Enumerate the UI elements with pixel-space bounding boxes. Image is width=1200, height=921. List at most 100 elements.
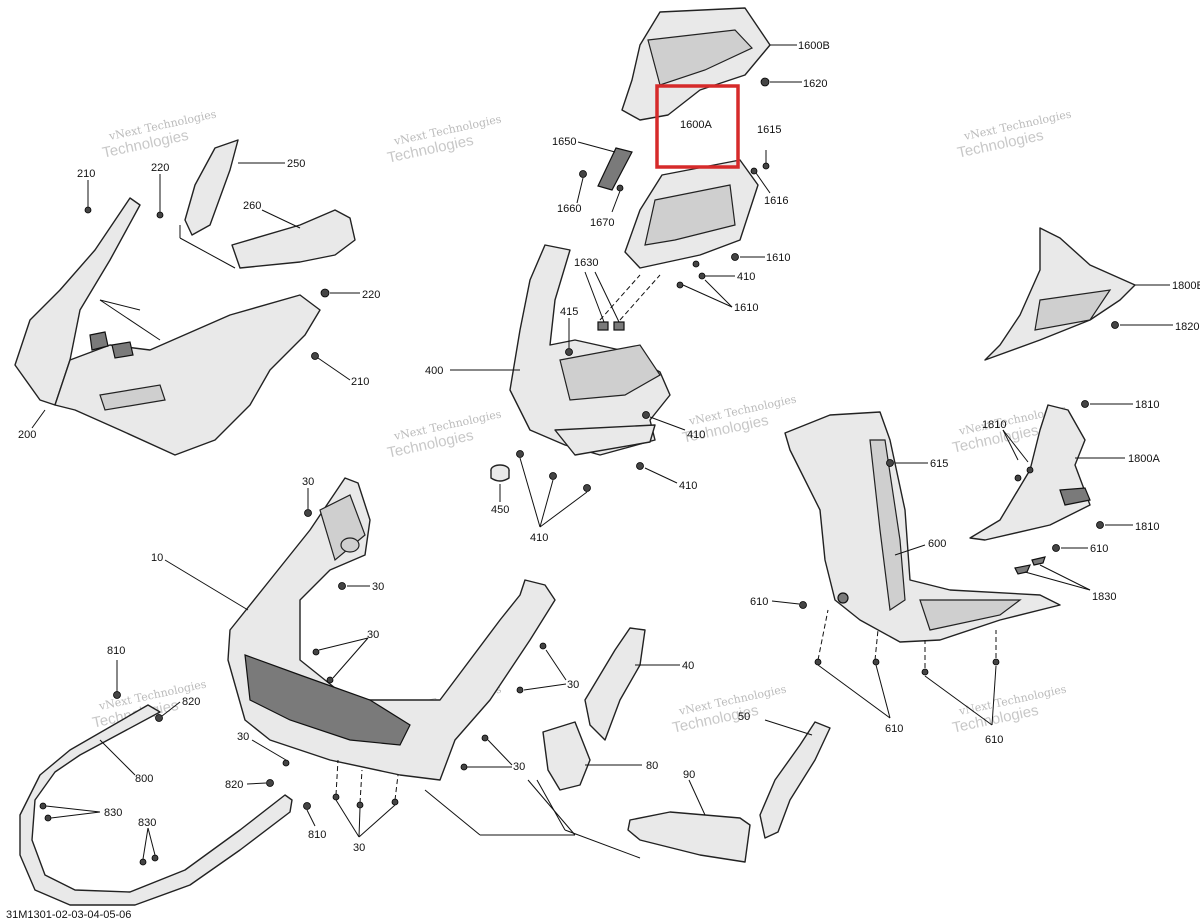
- callout-1600A[interactable]: 1600A: [680, 119, 712, 131]
- screw-icon: [1096, 521, 1104, 529]
- callout-610[interactable]: 610: [750, 596, 768, 608]
- callout-30[interactable]: 30: [367, 629, 379, 641]
- callout-30[interactable]: 30: [567, 679, 579, 691]
- callout-610[interactable]: 610: [985, 734, 1003, 746]
- callout-220[interactable]: 220: [151, 162, 169, 174]
- callout-30[interactable]: 30: [237, 731, 249, 743]
- callout-410[interactable]: 410: [679, 480, 697, 492]
- screw-icon: [84, 206, 92, 214]
- callout-810[interactable]: 810: [308, 829, 326, 841]
- callout-210[interactable]: 210: [351, 376, 369, 388]
- screw-icon: [539, 642, 547, 650]
- screw-icon: [311, 352, 319, 360]
- washer-icon: [750, 167, 758, 175]
- screw-icon: [303, 802, 311, 810]
- part-250: [184, 139, 239, 236]
- part-1800B: [984, 227, 1136, 361]
- callout-260[interactable]: 260: [243, 200, 261, 212]
- screw-icon: [814, 658, 822, 666]
- screw-icon: [391, 798, 399, 806]
- screw-icon: [921, 668, 929, 676]
- callout-1615[interactable]: 1615: [757, 124, 781, 136]
- callout-1630[interactable]: 1630: [574, 257, 598, 269]
- callout-830[interactable]: 830: [104, 807, 122, 819]
- callout-1600B[interactable]: 1600B: [798, 40, 830, 52]
- callout-210[interactable]: 210: [77, 168, 95, 180]
- callout-1610[interactable]: 1610: [734, 302, 758, 314]
- callout-220[interactable]: 220: [362, 289, 380, 301]
- screw-icon: [1014, 474, 1022, 482]
- callout-410[interactable]: 410: [687, 429, 705, 441]
- callout-600[interactable]: 600: [928, 538, 946, 550]
- callout-1830[interactable]: 1830: [1092, 591, 1116, 603]
- screw-icon: [151, 854, 159, 862]
- clip-icon: [1014, 564, 1032, 575]
- part-600: [784, 411, 1061, 643]
- callout-810[interactable]: 810: [107, 645, 125, 657]
- part-90: [627, 811, 751, 863]
- callout-820[interactable]: 820: [225, 779, 243, 791]
- screw-icon: [1026, 466, 1034, 474]
- callout-820[interactable]: 820: [182, 696, 200, 708]
- screw-icon: [44, 814, 52, 822]
- callout-400[interactable]: 400: [425, 365, 443, 377]
- callout-1820[interactable]: 1820: [1175, 321, 1199, 333]
- callout-30[interactable]: 30: [372, 581, 384, 593]
- clip-1650: [597, 147, 633, 191]
- part-400: [509, 244, 671, 456]
- callout-610[interactable]: 610: [885, 723, 903, 735]
- screw-icon: [481, 734, 489, 742]
- clip-icon: [320, 288, 330, 298]
- screw-icon: [1052, 544, 1060, 552]
- callout-800[interactable]: 800: [135, 773, 153, 785]
- washer-icon: [616, 184, 624, 192]
- callout-830[interactable]: 830: [138, 817, 156, 829]
- callout-1620[interactable]: 1620: [803, 78, 827, 90]
- callout-1810[interactable]: 1810: [1135, 399, 1159, 411]
- part-10: [227, 477, 556, 781]
- screw-icon: [698, 272, 706, 280]
- cap-450: [490, 464, 510, 482]
- callout-1810[interactable]: 1810: [1135, 521, 1159, 533]
- callout-90[interactable]: 90: [683, 769, 695, 781]
- screw-icon: [642, 411, 650, 419]
- callout-415[interactable]: 415: [560, 306, 578, 318]
- screw-icon: [549, 472, 557, 480]
- screw-icon: [565, 348, 573, 356]
- callout-30[interactable]: 30: [513, 761, 525, 773]
- side-panel-1600: [621, 7, 771, 269]
- callout-250[interactable]: 250: [287, 158, 305, 170]
- callout-1670[interactable]: 1670: [590, 217, 614, 229]
- callout-10[interactable]: 10: [151, 552, 163, 564]
- callout-1800A[interactable]: 1800A: [1128, 453, 1160, 465]
- callout-615[interactable]: 615: [930, 458, 948, 470]
- screw-icon: [692, 260, 700, 268]
- callout-410[interactable]: 410: [530, 532, 548, 544]
- callout-610[interactable]: 610: [1090, 543, 1108, 555]
- callout-50[interactable]: 50: [738, 711, 750, 723]
- callout-1800B[interactable]: 1800B: [1172, 280, 1200, 292]
- callout-1660[interactable]: 1660: [557, 203, 581, 215]
- screw-icon: [762, 162, 770, 170]
- callout-1610[interactable]: 1610: [766, 252, 790, 264]
- callout-1650[interactable]: 1650: [552, 136, 576, 148]
- screw-icon: [579, 170, 587, 178]
- callout-30[interactable]: 30: [302, 476, 314, 488]
- callout-30[interactable]: 30: [353, 842, 365, 854]
- screw-icon: [583, 484, 591, 492]
- callout-1616[interactable]: 1616: [764, 195, 788, 207]
- callout-80[interactable]: 80: [646, 760, 658, 772]
- callout-450[interactable]: 450: [491, 504, 509, 516]
- screw-icon: [113, 691, 121, 699]
- callout-410[interactable]: 410: [737, 271, 755, 283]
- callout-1810[interactable]: 1810: [982, 419, 1006, 431]
- screw-icon: [356, 801, 364, 809]
- part-80: [542, 721, 591, 791]
- washer-icon: [266, 779, 274, 787]
- callout-200[interactable]: 200: [18, 429, 36, 441]
- screw-icon: [139, 858, 147, 866]
- callout-40[interactable]: 40: [682, 660, 694, 672]
- part-40: [584, 627, 646, 741]
- washer-icon: [155, 714, 163, 722]
- document-code: 31M1301-02-03-04-05-06: [6, 909, 131, 921]
